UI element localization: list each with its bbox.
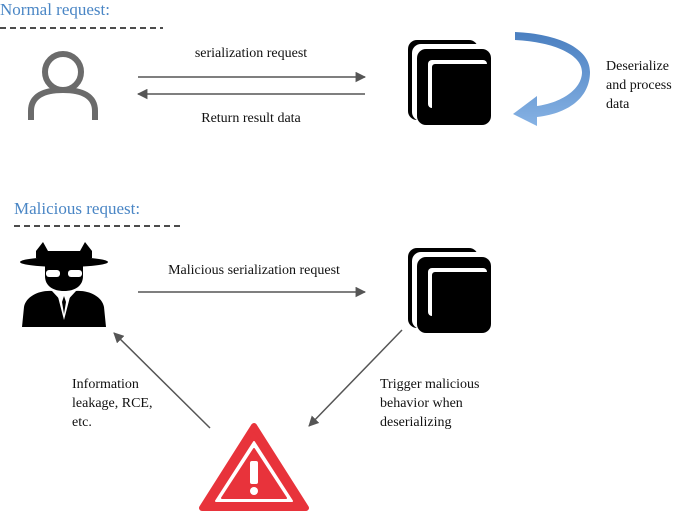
server-icon	[408, 40, 491, 125]
leakage-arrow	[113, 332, 211, 429]
serialization-request-label: serialization request	[195, 46, 307, 61]
process-cycle-arrow-icon	[513, 32, 590, 126]
malicious-request-label: Malicious serialization request	[168, 263, 340, 278]
return-result-label: Return result data	[201, 111, 301, 126]
trigger-arrow	[308, 329, 403, 427]
leakage-label-line-1: Information	[72, 377, 139, 392]
normal-section-heading: Normal request:	[0, 0, 110, 19]
user-icon	[28, 51, 98, 120]
leakage-label-line-2: leakage, RCE,	[72, 396, 152, 411]
trigger-label-line-1: Trigger malicious	[380, 377, 479, 392]
process-label-line-3: data	[606, 97, 630, 112]
server-icon-target	[408, 248, 491, 333]
warning-icon	[199, 423, 309, 511]
process-label-line-1: Deserialize	[606, 59, 669, 74]
leakage-label-line-3: etc.	[72, 415, 92, 430]
process-label-line-2: and process	[606, 78, 672, 93]
hacker-icon	[20, 242, 108, 327]
trigger-label-line-2: behavior when	[380, 396, 463, 411]
malicious-section-heading: Malicious request:	[14, 199, 140, 218]
trigger-label-line-3: deserializing	[380, 415, 452, 430]
